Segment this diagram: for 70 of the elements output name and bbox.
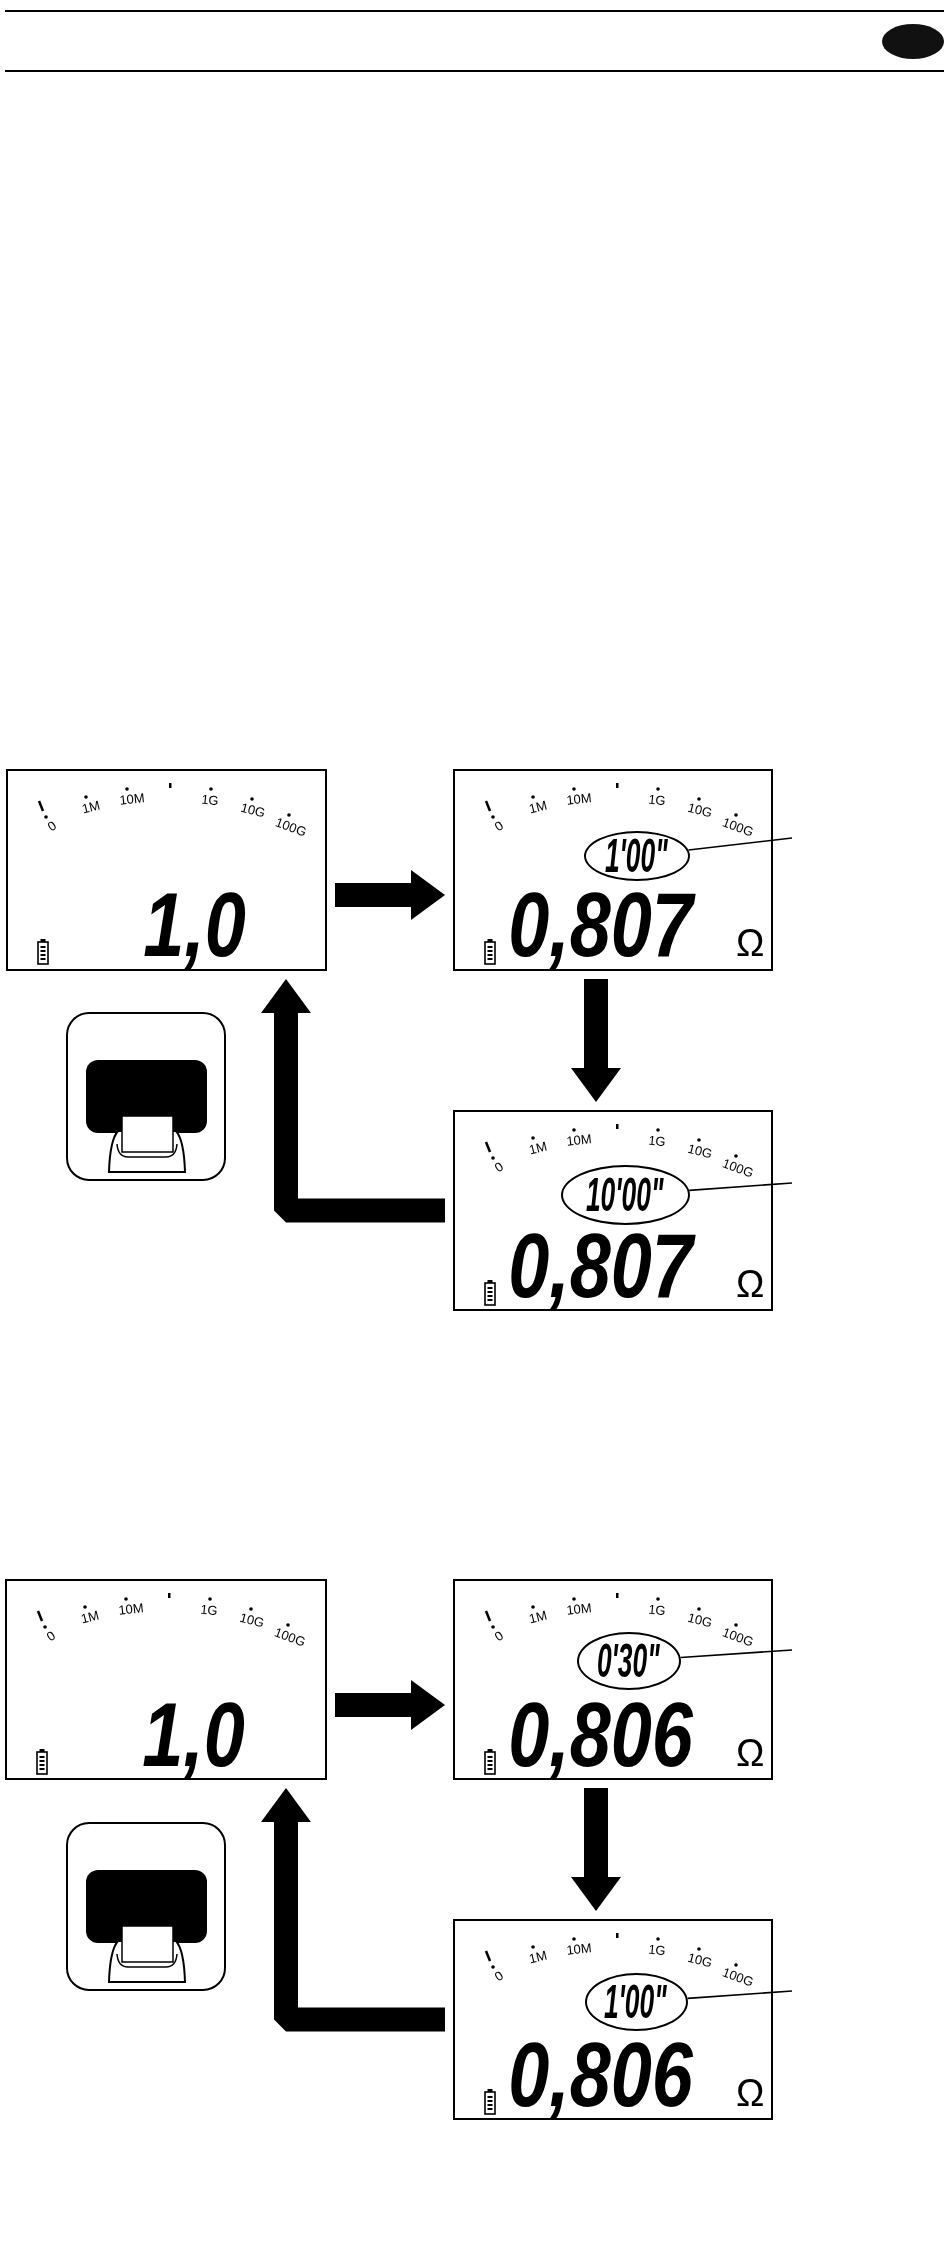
measured-value: 0,806 bbox=[507, 2030, 695, 2120]
scale-label: 1G bbox=[647, 1942, 667, 1958]
lcd-screen bbox=[453, 1579, 773, 1780]
scale-label: 0 bbox=[492, 1628, 506, 1644]
block-arrow bbox=[261, 1788, 445, 2032]
block-arrow bbox=[335, 870, 445, 920]
scale-label: 100G bbox=[273, 815, 309, 839]
scale-label: 10M bbox=[118, 791, 146, 807]
scale-label: 10G bbox=[686, 1141, 714, 1161]
timer-value: 0'30" bbox=[595, 1637, 661, 1685]
unit-symbol: Ω bbox=[736, 924, 765, 962]
scale-label: 1M bbox=[79, 1608, 101, 1626]
scale-label: 10G bbox=[239, 800, 267, 820]
scale-label: 1M bbox=[80, 798, 102, 816]
lcd-screen bbox=[453, 769, 773, 971]
scale-label: 10M bbox=[565, 1941, 593, 1957]
lcd-screen bbox=[6, 769, 327, 971]
scale-label: 1G bbox=[199, 1602, 219, 1618]
scale-label: 100G bbox=[720, 1625, 756, 1649]
scale-label: 100G bbox=[720, 815, 756, 839]
scale-label: 100G bbox=[720, 1156, 756, 1180]
scale-label: 10M bbox=[565, 1601, 593, 1617]
scale-label: 1M bbox=[527, 1608, 549, 1626]
scale-label: 0 bbox=[492, 1968, 506, 1984]
scale-label: 10M bbox=[117, 1601, 145, 1617]
lcd-screen bbox=[453, 1110, 773, 1311]
scale-label: 1M bbox=[527, 1139, 549, 1157]
scale-label: 0 bbox=[492, 1159, 506, 1175]
timer-value: 1'00" bbox=[603, 832, 669, 880]
unit-symbol: Ω bbox=[736, 1265, 765, 1303]
unit-symbol: Ω bbox=[736, 1734, 765, 1772]
scale-label: 1G bbox=[200, 792, 220, 808]
scale-label: 0 bbox=[45, 818, 59, 834]
highlight-ellipse bbox=[584, 831, 690, 881]
block-arrow bbox=[261, 979, 445, 1223]
scale-label: 10G bbox=[238, 1610, 266, 1630]
block-arrow bbox=[571, 1788, 621, 1911]
scale-label: 10M bbox=[565, 1132, 593, 1148]
scale-label: 100G bbox=[272, 1625, 308, 1649]
measured-value: 1,0 bbox=[142, 880, 248, 970]
scale-label: 10G bbox=[686, 1950, 714, 1970]
measured-value: 1,0 bbox=[141, 1690, 247, 1780]
scale-label: 1M bbox=[527, 1948, 549, 1966]
highlight-ellipse bbox=[561, 1165, 690, 1225]
lcd-screen bbox=[453, 1919, 773, 2120]
scale-label: 10G bbox=[686, 1610, 714, 1630]
measured-value: 0,806 bbox=[507, 1690, 695, 1780]
measured-value: 0,807 bbox=[507, 1221, 697, 1311]
scale-label: 1M bbox=[527, 798, 549, 816]
scale-label: 1G bbox=[647, 1133, 667, 1149]
timer-value: 10'00" bbox=[585, 1171, 665, 1219]
scale-label: 0 bbox=[44, 1628, 58, 1644]
leader-line bbox=[687, 837, 793, 851]
leader-line bbox=[688, 1182, 793, 1192]
scale-label: 10M bbox=[565, 791, 593, 807]
leader-line bbox=[686, 1990, 793, 2000]
highlight-ellipse bbox=[577, 1632, 681, 1690]
leader-line bbox=[679, 1649, 793, 1659]
scale-label: 1G bbox=[647, 1602, 667, 1618]
timer-value: 1'00" bbox=[603, 1978, 668, 2026]
scale-label: 100G bbox=[720, 1965, 756, 1989]
scale-label: 0 bbox=[492, 818, 506, 834]
lcd-screen bbox=[5, 1579, 327, 1780]
scale-label: 10G bbox=[686, 800, 714, 820]
highlight-ellipse bbox=[585, 1973, 688, 2031]
scale-label: 1G bbox=[647, 792, 667, 808]
block-arrow bbox=[335, 1680, 445, 1730]
block-arrow bbox=[571, 979, 621, 1102]
measured-value: 0,807 bbox=[507, 880, 697, 970]
unit-symbol: Ω bbox=[736, 2074, 765, 2112]
